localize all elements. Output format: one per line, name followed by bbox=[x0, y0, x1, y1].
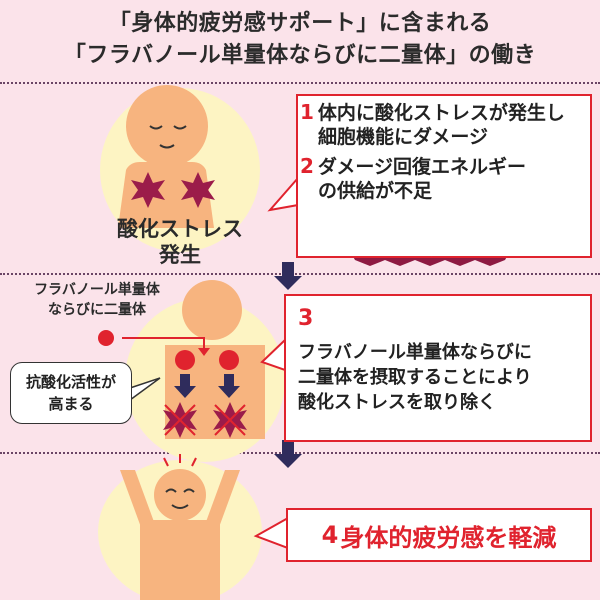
step-3-text: フラバノール単量体ならびに 二量体を摂取することにより 酸化ストレスを取り除く bbox=[298, 340, 532, 415]
section-arrow-icon bbox=[274, 440, 302, 468]
oxidative-stress-burst-icon bbox=[181, 172, 215, 208]
bubble-line-2: 高まる bbox=[48, 395, 94, 413]
stress-caption-line-2: 発生 bbox=[159, 243, 201, 267]
supplement-label-line-1: フラバノール単量体 bbox=[34, 282, 160, 298]
step-3-number: 3 bbox=[298, 306, 314, 331]
stress-caption-line-1: 酸化ストレス bbox=[117, 217, 243, 241]
title-line-2: 「フラバノール単量体ならびに二量体」の働き bbox=[63, 43, 537, 68]
supplement-label: フラバノール単量体 ならびに二量体 bbox=[2, 280, 192, 320]
step-4-text: 身体的疲労感を軽減 bbox=[340, 523, 557, 552]
stressed-person-figure bbox=[100, 85, 260, 252]
flavanol-pill-icon bbox=[219, 350, 239, 370]
step-1-number: 1 bbox=[300, 100, 314, 124]
neutralized-burst-icon bbox=[163, 402, 197, 438]
antioxidant-speech-bubble: 抗酸化活性が 高まる bbox=[10, 362, 132, 424]
flavanol-pill-icon bbox=[98, 330, 114, 346]
step-1-line-2: 細胞機能にダメージ bbox=[318, 126, 489, 148]
flavanol-pill-icon bbox=[175, 350, 195, 370]
fatigue-badge: 身体的疲労感 bbox=[376, 238, 484, 259]
step-1-line-1: 体内に酸化ストレスが発生し bbox=[317, 102, 565, 124]
energized-person-figure bbox=[98, 460, 262, 600]
step-3-line-3: 酸化ストレスを取り除く bbox=[298, 392, 496, 413]
step-2-line-1: ダメージ回復エネルギー bbox=[317, 156, 526, 178]
page-title: 「身体的疲労感サポート」に含まれる 「フラバノール単量体ならびに二量体」の働き bbox=[0, 8, 600, 72]
step-3-line-2: 二量体を摂取することにより bbox=[298, 367, 532, 388]
title-line-1: 「身体的疲労感サポート」に含まれる bbox=[108, 11, 492, 36]
step-2-line-2: の供給が不足 bbox=[318, 180, 433, 202]
neutralized-burst-icon bbox=[213, 402, 247, 438]
supplement-label-line-2: ならびに二量体 bbox=[48, 302, 146, 318]
down-arrow-icon bbox=[174, 374, 240, 398]
section-divider-middle bbox=[0, 273, 600, 275]
step-3-box bbox=[284, 294, 592, 442]
step-3-line-1: フラバノール単量体ならびに bbox=[298, 342, 532, 363]
step-4-number: 4 bbox=[321, 521, 339, 549]
step-2-number: 2 bbox=[300, 154, 314, 178]
oxidative-stress-burst-icon bbox=[131, 172, 165, 208]
step-4-box: 4 身体的疲労感を軽減 bbox=[286, 508, 592, 562]
section-divider-top bbox=[0, 82, 600, 84]
intake-path bbox=[122, 337, 205, 350]
sparkle-icon bbox=[163, 454, 197, 467]
bubble-line-1: 抗酸化活性が bbox=[25, 373, 116, 391]
section-arrow-icon bbox=[274, 262, 302, 290]
section-divider-bottom bbox=[0, 452, 600, 454]
callout-pointer bbox=[267, 175, 299, 212]
steps-1-2-box bbox=[296, 94, 592, 258]
stress-caption: 酸化ストレス 発生 bbox=[100, 216, 260, 268]
